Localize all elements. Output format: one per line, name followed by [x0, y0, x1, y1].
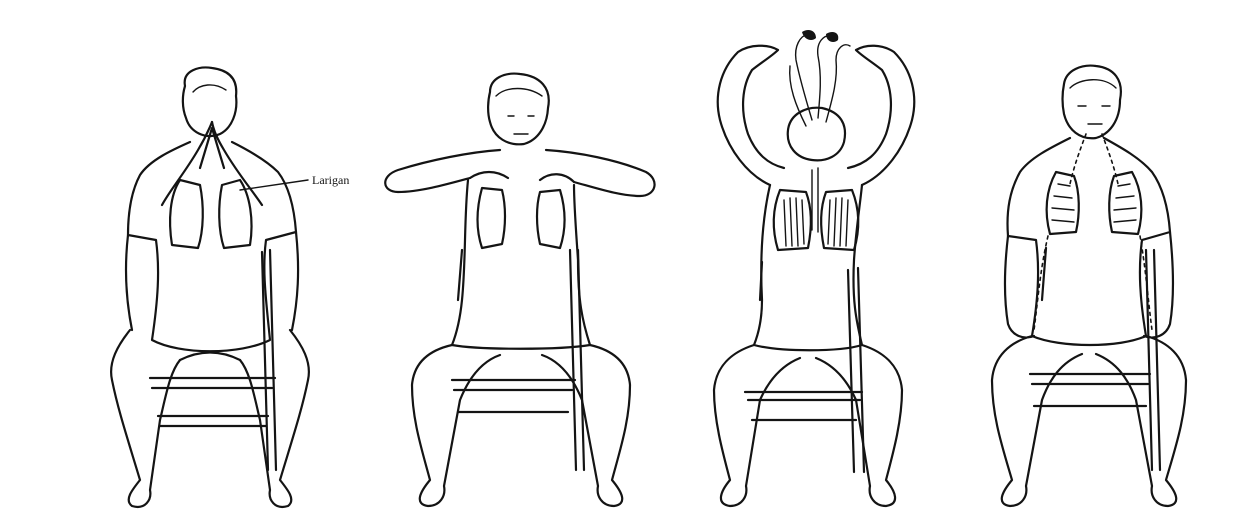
- legs: [714, 345, 902, 506]
- lungs: [478, 188, 565, 248]
- chair-1: [150, 250, 276, 470]
- chair-3: [745, 262, 864, 472]
- figure-3-seated-arms-raised: [714, 30, 914, 506]
- arm-right-raised: [848, 46, 914, 185]
- arm-left-raised: [718, 46, 784, 185]
- chair-2: [452, 250, 584, 470]
- head: [1063, 66, 1121, 139]
- annotation-leader-line: [240, 180, 308, 190]
- torso: [1008, 138, 1171, 345]
- legs: [111, 330, 309, 507]
- figure-1-seated-hands-to-nose: Larigan: [111, 68, 349, 507]
- figure-2-seated-hands-on-chest: [385, 74, 654, 506]
- lungs: [1047, 172, 1142, 234]
- head: [788, 108, 845, 161]
- legs: [412, 345, 630, 506]
- arms-bent: [385, 150, 654, 196]
- torso: [128, 142, 296, 351]
- lungs: [170, 180, 251, 248]
- figure-4-seated-resting: [992, 66, 1186, 506]
- torso: [754, 185, 862, 350]
- annotation-label: Larigan: [312, 173, 349, 187]
